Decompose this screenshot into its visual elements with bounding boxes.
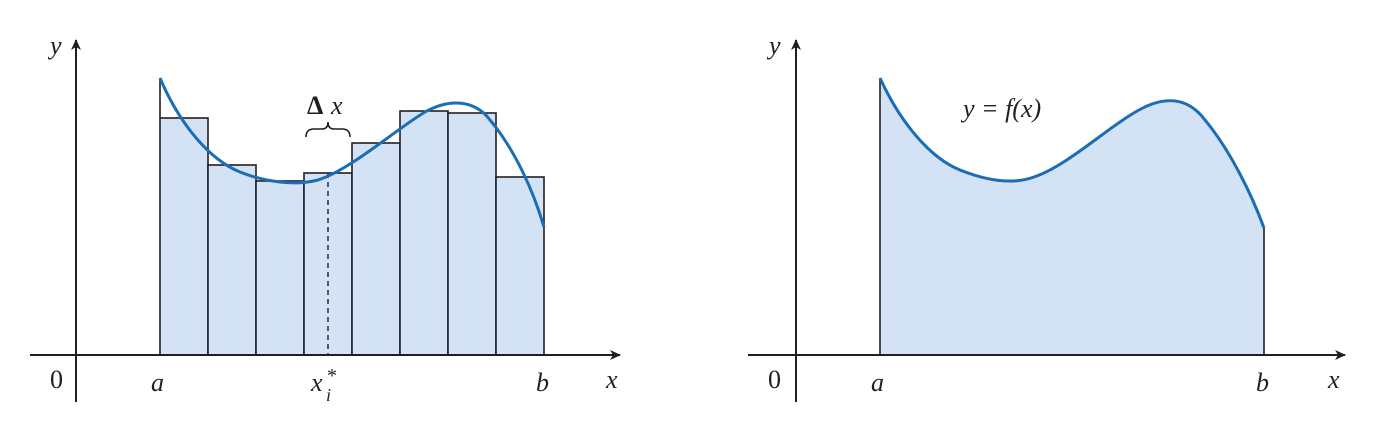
right-panel: y x 0 a b y = f(x) xyxy=(748,31,1346,402)
right-a-label: a xyxy=(871,368,884,397)
right-function-curve xyxy=(878,77,1266,229)
sample-point-star: * xyxy=(327,365,337,387)
delta-symbol: Δ xyxy=(307,91,323,120)
area-under-curve xyxy=(880,78,1264,355)
riemann-rect-6 xyxy=(399,110,449,356)
right-x-axis-label: x xyxy=(1327,365,1340,394)
delta-x-var: x xyxy=(330,91,343,120)
left-x-axis-label: x xyxy=(605,365,618,394)
riemann-rect-5 xyxy=(351,142,401,356)
left-origin-label: 0 xyxy=(50,365,63,394)
sample-point-subscript: i xyxy=(326,385,331,405)
riemann-rect-3 xyxy=(255,180,305,356)
left-y-axis-label: y xyxy=(47,31,62,60)
left-a-label: a xyxy=(151,368,164,397)
riemann-rect-2 xyxy=(207,164,257,356)
right-b-label: b xyxy=(1256,368,1269,397)
left-panel: Δ x y x 0 a b x * i xyxy=(30,31,621,405)
riemann-rect-7 xyxy=(447,112,497,356)
right-origin-label: 0 xyxy=(768,365,781,394)
curve-label: y = f(x) xyxy=(960,94,1041,123)
riemann-rect-1 xyxy=(159,117,209,356)
left-b-label: b xyxy=(536,368,549,397)
right-y-axis-label: y xyxy=(766,31,781,60)
delta-x-brace xyxy=(305,121,351,138)
sample-point-x: x xyxy=(310,368,323,397)
left-function-curve xyxy=(158,77,546,228)
riemann-rectangles xyxy=(159,110,545,356)
